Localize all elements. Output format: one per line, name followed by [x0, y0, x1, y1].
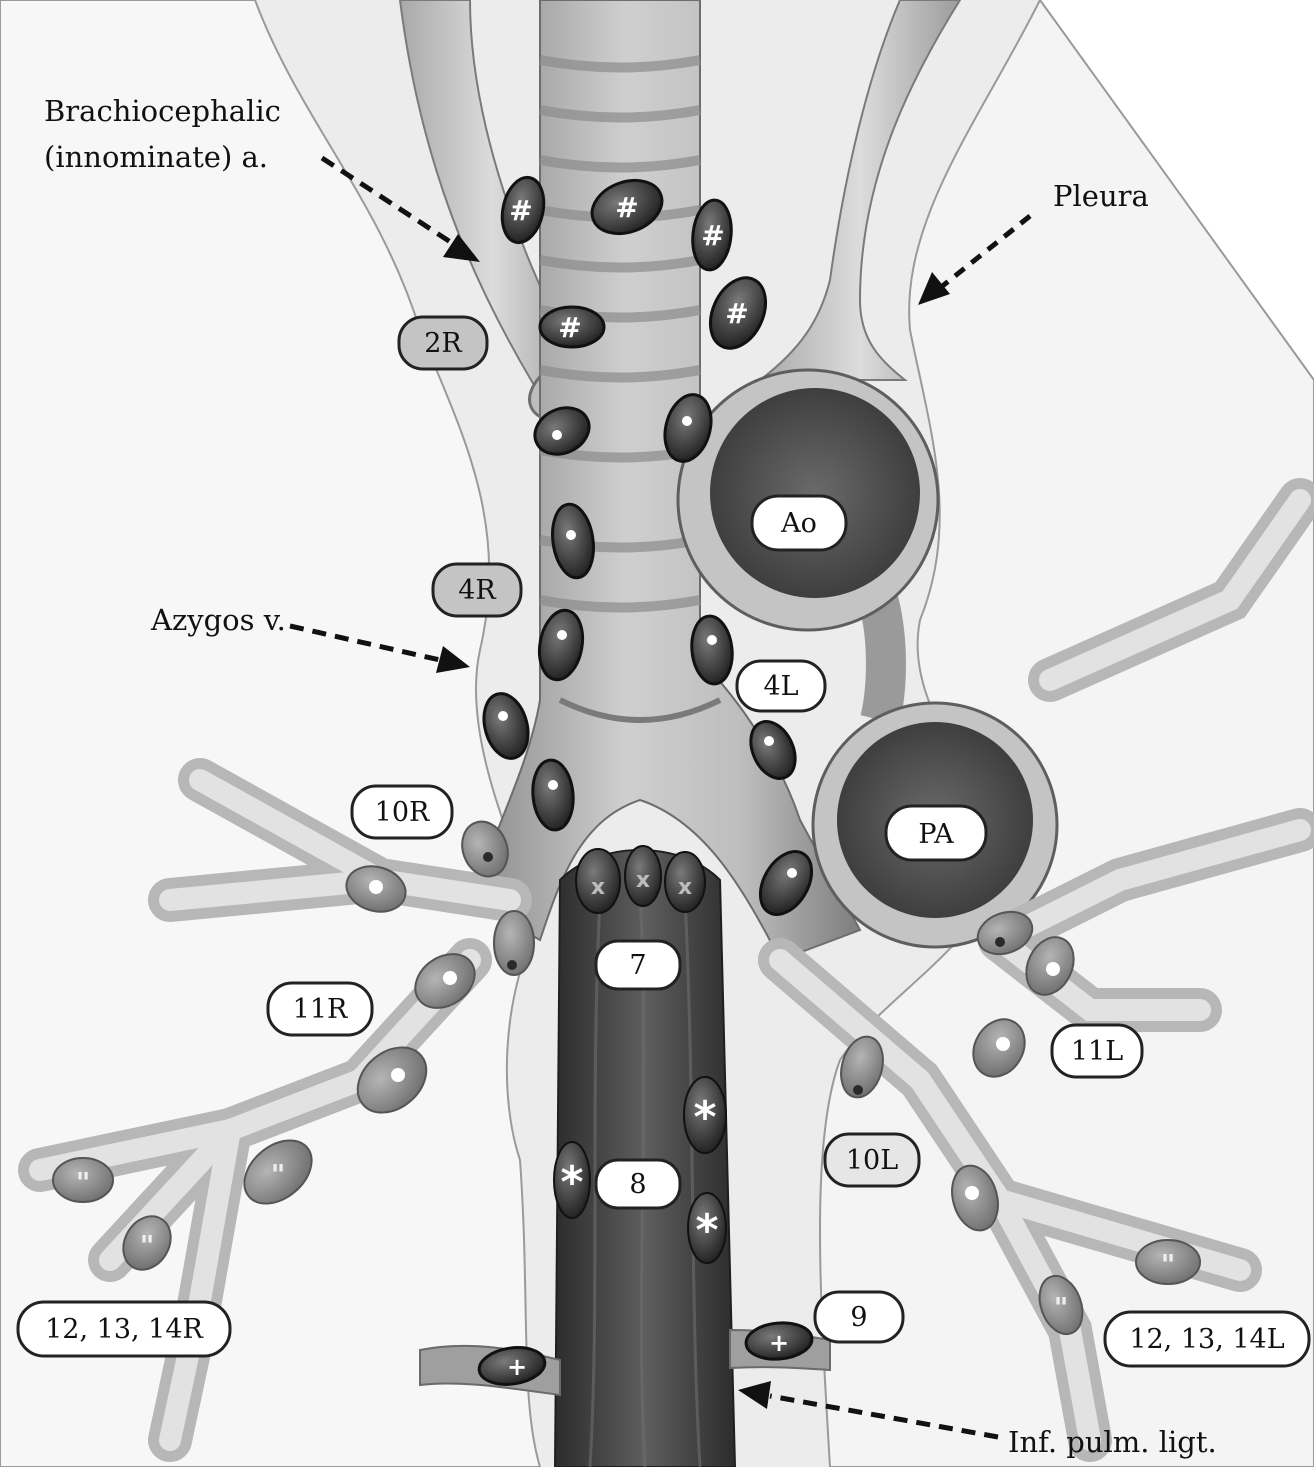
lymph-node[interactable]: ": [53, 1158, 113, 1202]
station-4R-text: 4R: [458, 575, 496, 606]
station-10R[interactable]: 10R: [352, 786, 452, 838]
aorta-label-text: Ao: [780, 508, 817, 539]
node-symbol-hash: #: [701, 219, 724, 252]
node-symbol-x: x: [678, 875, 692, 900]
station-4L[interactable]: 4L: [737, 661, 825, 711]
station-10R-text: 10R: [375, 797, 430, 828]
station-12-14L-text: 12, 13, 14L: [1129, 1324, 1284, 1355]
lymph-node[interactable]: *: [554, 1142, 590, 1218]
station-2R[interactable]: 2R: [399, 317, 487, 369]
node-symbol-quote: ": [76, 1166, 91, 1199]
label-inf-pulm-ligt: Inf. pulm. ligt.: [1008, 1425, 1217, 1459]
lymph-node[interactable]: *: [684, 1077, 726, 1153]
station-7[interactable]: 7: [596, 941, 680, 989]
lymph-node[interactable]: *: [688, 1193, 726, 1263]
node-symbol-asterisk: *: [695, 1205, 718, 1256]
lymph-node[interactable]: x: [625, 846, 661, 906]
node-symbol-hash: #: [558, 311, 581, 344]
aorta-label[interactable]: Ao: [752, 496, 846, 550]
station-7-text: 7: [629, 950, 646, 981]
label-azygos: Azygos v.: [150, 603, 286, 637]
label-brachiocephalic-line2: (innominate) a.: [44, 140, 268, 174]
label-brachiocephalic-line1: Brachiocephalic: [44, 94, 281, 128]
lymph-node[interactable]: [494, 911, 534, 975]
station-10L-text: 10L: [846, 1145, 898, 1176]
station-8[interactable]: 8: [596, 1160, 680, 1208]
label-pleura: Pleura: [1053, 179, 1149, 213]
station-10L[interactable]: 10L: [825, 1134, 919, 1186]
node-symbol-hash: #: [615, 191, 638, 224]
node-symbol-asterisk: *: [560, 1157, 583, 1208]
station-4R[interactable]: 4R: [433, 564, 521, 616]
lymph-node[interactable]: x: [576, 849, 620, 913]
station-11L[interactable]: 11L: [1052, 1025, 1142, 1077]
node-symbol-quote: ": [271, 1158, 286, 1191]
node-symbol-plus: +: [507, 1353, 527, 1381]
station-9[interactable]: 9: [815, 1292, 903, 1342]
node-symbol-quote: ": [140, 1229, 155, 1262]
pulmonary-artery-label-text: PA: [918, 819, 954, 850]
station-2R-text: 2R: [424, 328, 462, 359]
aorta-lumen: [710, 388, 920, 598]
station-12-14L[interactable]: 12, 13, 14L: [1105, 1312, 1309, 1366]
nodes-subcarinal: x x x: [576, 846, 705, 913]
node-symbol-asterisk: *: [693, 1092, 716, 1143]
node-symbol-x: x: [591, 875, 605, 900]
station-12-14R[interactable]: 12, 13, 14R: [18, 1302, 230, 1356]
station-4L-text: 4L: [763, 671, 798, 702]
node-symbol-quote: ": [1054, 1291, 1069, 1324]
lymph-node[interactable]: #: [540, 307, 604, 347]
node-symbol-quote: ": [1161, 1248, 1176, 1281]
station-11R[interactable]: 11R: [268, 983, 372, 1035]
node-symbol-hash: #: [509, 194, 532, 227]
lymph-node[interactable]: ": [1136, 1240, 1200, 1284]
node-symbol-plus: +: [769, 1329, 789, 1357]
station-11R-text: 11R: [293, 994, 348, 1025]
station-12-14R-text: 12, 13, 14R: [45, 1314, 203, 1345]
pulmonary-artery-label[interactable]: PA: [886, 806, 986, 860]
station-11L-text: 11L: [1071, 1036, 1123, 1067]
station-8-text: 8: [629, 1169, 646, 1200]
node-symbol-hash: #: [725, 297, 748, 330]
node-symbol-x: x: [636, 868, 650, 893]
station-9-text: 9: [850, 1302, 867, 1333]
lymph-node[interactable]: x: [665, 852, 705, 912]
